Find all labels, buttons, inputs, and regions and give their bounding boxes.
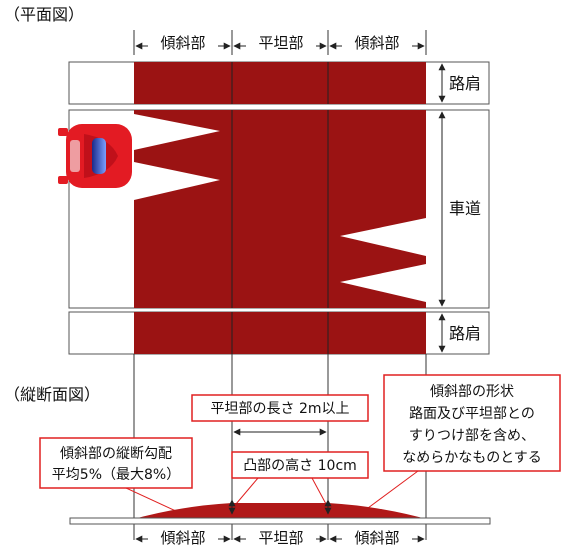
top-label-slope-2: 傾斜部 <box>354 34 399 52</box>
slope-gradient-note: 傾斜部の縦断勾配 平均5%（最大8%） <box>39 437 193 513</box>
top-label-flat: 平坦部 <box>258 34 303 52</box>
height-note-text: 凸部の高さ 10cm <box>243 457 357 474</box>
section-title: （縦断面図） <box>4 385 100 404</box>
chevron-right-1 <box>340 218 426 256</box>
plan-title: （平面図） <box>4 5 84 24</box>
road: 車道 <box>68 109 490 309</box>
chevron-left-2 <box>134 162 220 200</box>
bottom-label-slope-1: 傾斜部 <box>160 529 205 547</box>
flat-length-note: 平坦部の長さ 2m以上 <box>191 394 369 436</box>
top-label-slope-1: 傾斜部 <box>160 34 205 52</box>
bottom-label-slope-2: 傾斜部 <box>354 529 399 547</box>
flat-length-text: 平坦部の長さ 2m以上 <box>211 401 350 417</box>
slope-note-line2: 平均5%（最大8%） <box>52 467 180 483</box>
shape-note-line3: すりつけ部を含め、 <box>409 428 535 444</box>
shape-note-line1: 傾斜部の形状 <box>430 384 514 400</box>
label-shoulder-bottom: 路肩 <box>449 324 481 343</box>
slope-note-line1: 傾斜部の縦断勾配 <box>60 446 172 462</box>
bottom-label-flat: 平坦部 <box>258 529 303 547</box>
hump-profile <box>69 499 491 525</box>
bottom-dimension: 傾斜部 平坦部 傾斜部 <box>135 527 425 547</box>
chevron-right-2 <box>340 264 426 302</box>
height-note: 凸部の高さ 10cm <box>231 451 369 505</box>
label-road: 車道 <box>449 199 481 218</box>
car-icon <box>58 124 132 188</box>
shape-note: 傾斜部の形状 路面及び平坦部との すりつけ部を含め、 なめらかなものとする <box>367 374 561 509</box>
chevron-left-1 <box>134 114 220 150</box>
shoulder-bottom: 路肩 <box>68 311 490 355</box>
top-dimension: 傾斜部 平坦部 傾斜部 <box>133 30 427 55</box>
shape-note-line4: なめらかなものとする <box>402 450 542 466</box>
shape-note-line2: 路面及び平坦部との <box>409 406 535 422</box>
label-shoulder-top: 路肩 <box>449 74 481 93</box>
shoulder-top: 路肩 <box>68 61 490 105</box>
